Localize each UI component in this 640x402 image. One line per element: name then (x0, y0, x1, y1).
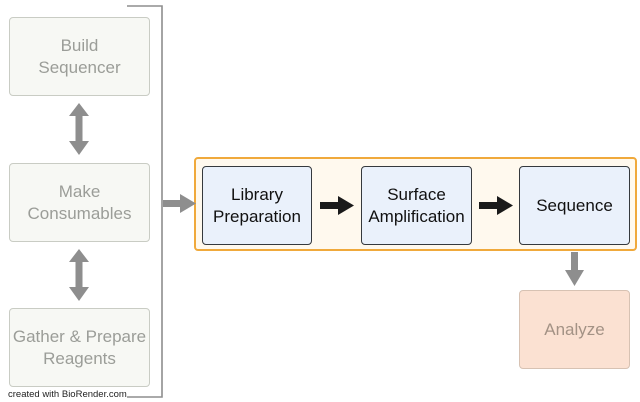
bracket-line (127, 5, 163, 398)
sequence-to-analyze-arrow (565, 252, 584, 286)
library-preparation-box: Library Preparation (202, 166, 312, 245)
sequence-label: Sequence (536, 195, 613, 215)
make-gather-double-arrow (69, 249, 89, 301)
gather-reagents-box: Gather & Prepare Reagents (9, 308, 150, 387)
make-consumables-box: Make Consumables (9, 163, 150, 242)
build-make-double-arrow (69, 103, 89, 155)
surface-amplification-box: Surface Amplification (361, 166, 472, 245)
surface-to-sequence-arrow (479, 196, 513, 215)
library-to-surface-arrow (320, 196, 354, 215)
biorender-credit: created with BioRender.com (8, 389, 127, 400)
analyze-label: Analyze (544, 319, 605, 339)
make-consumables-label: Make Consumables (27, 182, 132, 223)
bracket-to-workflow-arrow (163, 194, 196, 213)
sequence-box: Sequence (519, 166, 630, 245)
surface-amplification-label: Surface Amplification (368, 185, 465, 226)
analyze-box: Analyze (519, 290, 630, 369)
gather-reagents-label: Gather & Prepare Reagents (12, 327, 147, 368)
build-sequencer-box: Build Sequencer (9, 17, 150, 96)
build-sequencer-label: Build Sequencer (38, 36, 121, 77)
library-preparation-label: Library Preparation (213, 185, 301, 226)
